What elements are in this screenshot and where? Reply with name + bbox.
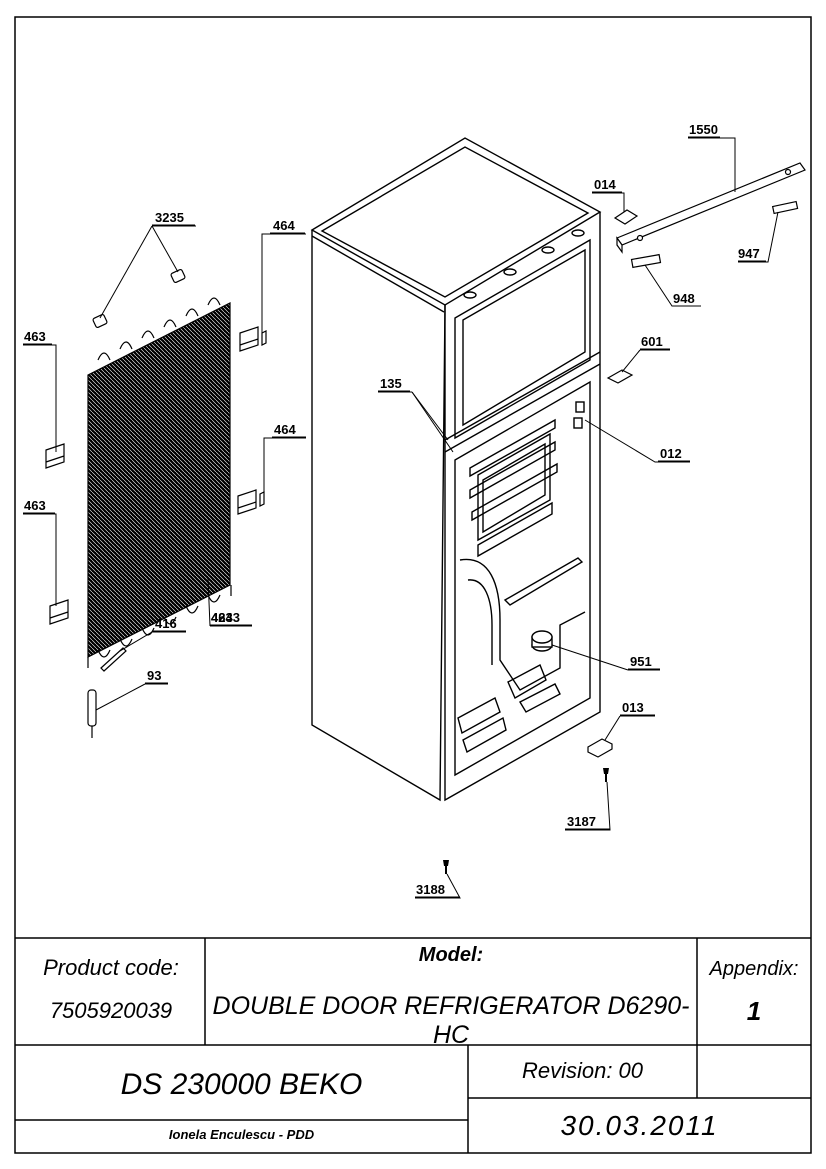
leader-lines — [23, 137, 779, 899]
model-label: Model: — [418, 944, 484, 966]
filter-and-tube — [87, 647, 127, 738]
author: Ionela Enculescu - PDD — [168, 1127, 315, 1142]
part-label: 947 — [738, 246, 760, 261]
part-label: 014 — [594, 177, 616, 192]
document-number: DS 230000 BEKO — [120, 1068, 363, 1101]
part-label-underlines — [23, 136, 766, 898]
condenser-coil — [87, 297, 232, 668]
part-label: 013 — [622, 700, 644, 715]
plug-part-3235 — [92, 268, 186, 329]
part-label: 3235 — [155, 210, 184, 225]
part-label: 951 — [630, 654, 652, 669]
part-label: 464 — [274, 422, 296, 437]
appendix-label: Appendix: — [709, 958, 799, 980]
product-code-label: Product code: — [43, 955, 179, 980]
revision: Revision: 00 — [521, 1058, 644, 1083]
part-label: 464 — [211, 610, 233, 625]
part-label: 948 — [673, 291, 695, 306]
drawing-frame — [14, 16, 812, 1154]
part-label: 463 — [24, 498, 46, 513]
part-label: 012 — [660, 446, 682, 461]
part-label: 135 — [380, 376, 402, 391]
part-label: 3187 — [567, 814, 596, 829]
part-label: 463 — [24, 329, 46, 344]
part-label: 93 — [147, 668, 161, 683]
bracket-clips — [45, 326, 267, 625]
screws — [443, 768, 609, 874]
date: 30.03.2011 — [560, 1110, 719, 1141]
product-code-value: 7505920039 — [49, 998, 173, 1023]
appendix-value: 1 — [746, 996, 762, 1026]
title-block-grid — [15, 937, 811, 1153]
part-label: 416 — [155, 616, 177, 631]
model-value: DOUBLE DOOR REFRIGERATOR D6290-HC — [212, 992, 690, 1049]
refrigerator-cabinet — [310, 137, 602, 802]
part-label: 464 — [273, 218, 295, 233]
part-label: 1550 — [689, 122, 718, 137]
part-label: 4233 — [211, 610, 240, 625]
part-number-labels: 1550 014 947 948 3235 464 463 601 135 01… — [24, 122, 760, 897]
part-label: 601 — [641, 334, 663, 349]
door-handle-1550 — [587, 162, 806, 758]
part-label: 3188 — [416, 882, 445, 897]
